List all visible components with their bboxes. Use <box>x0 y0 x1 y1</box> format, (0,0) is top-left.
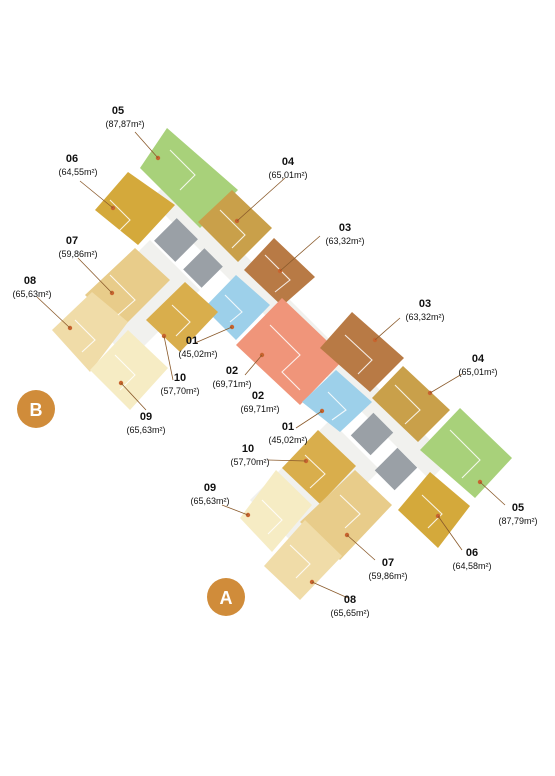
unit-b-07-area: (59,86m²) <box>58 249 97 259</box>
unit-b-10-leader <box>163 335 174 381</box>
unit-b-07-number: 07 <box>66 235 78 247</box>
unit-a-10-shape[interactable] <box>282 430 356 504</box>
unit-b-09-leader <box>120 382 147 411</box>
unit-b-08-leader <box>36 296 71 329</box>
lift-core-b1 <box>154 218 198 262</box>
unit-a-10-area: (57,70m²) <box>230 457 269 467</box>
unit-b-04-area: (65,01m²) <box>268 170 307 180</box>
unit-a-07-number: 07 <box>382 557 394 569</box>
unit-b-09-number: 09 <box>140 411 152 423</box>
unit-a-08-number: 08 <box>344 594 356 606</box>
unit-a-08-area: (65,65m²) <box>330 608 369 618</box>
unit-a-01-number: 01 <box>282 421 294 433</box>
unit-b-04-shape[interactable] <box>198 190 272 262</box>
unit-a-03-number: 03 <box>419 298 431 310</box>
unit-b-05-leader <box>134 131 159 159</box>
unit-b-06-number: 06 <box>66 153 78 165</box>
unit-a-09-leader <box>221 504 249 516</box>
unit-b-06-area: (64,55m²) <box>58 167 97 177</box>
unit-a-03-area: (63,32m²) <box>405 312 444 322</box>
unit-a-04-leader <box>429 373 463 394</box>
lift-core-a1 <box>350 412 394 456</box>
unit-a-01-area: (45,02m²) <box>268 435 307 445</box>
a-wall-lines <box>261 334 481 579</box>
unit-a-07-area: (59,86m²) <box>368 571 407 581</box>
unit-a-01-leader <box>295 410 323 429</box>
unit-a-05-shape[interactable] <box>420 408 512 498</box>
unit-b-02-leader <box>244 354 263 376</box>
unit-a-09-number: 09 <box>204 482 216 494</box>
unit-b-09-shape[interactable] <box>90 330 168 410</box>
unit-a-10-number: 10 <box>242 443 254 455</box>
unit-a-09-shape[interactable] <box>240 470 312 552</box>
tower-a-letter: A <box>220 588 233 608</box>
unit-b-10-area: (57,70m²) <box>160 386 199 396</box>
unit-b-02-number: 02 <box>226 365 238 377</box>
unit-b-04-leader <box>236 177 286 222</box>
unit-a-08-shape[interactable] <box>264 520 342 600</box>
unit-a-05-number: 05 <box>512 502 524 514</box>
unit-b-08-area: (65,63m²) <box>12 289 51 299</box>
lift-core-a2 <box>374 447 418 491</box>
unit-a-02-number: 02 <box>252 390 264 402</box>
unit-b-03-leader <box>279 235 321 272</box>
unit-b-01-area: (45,02m²) <box>178 349 217 359</box>
tower-a: 03 (63,32m²) 04 (65,01m²) 02 (69,71m²) 0… <box>190 298 537 618</box>
tower-b: 05 (87,87m²) 06 (64,55m²) 04 (65,01m²) 0… <box>12 105 364 435</box>
unit-a-02-area: (69,71m²) <box>240 404 279 414</box>
unit-a-04-area: (65,01m²) <box>458 367 497 377</box>
unit-a-05-area: (87,79m²) <box>498 516 537 526</box>
unit-a-03-shape[interactable] <box>320 312 404 392</box>
unit-b-06-shape[interactable] <box>95 172 175 245</box>
unit-a-07-shape[interactable] <box>300 470 392 560</box>
unit-b-01-number: 01 <box>186 335 198 347</box>
unit-a-09-area: (65,63m²) <box>190 496 229 506</box>
unit-a-06-shape[interactable] <box>398 472 470 548</box>
unit-b-01-leader <box>194 326 233 344</box>
unit-a-05-leader <box>479 481 506 506</box>
unit-a-10-leader <box>267 459 307 462</box>
unit-b-10-number: 10 <box>174 372 186 384</box>
unit-a-06-leader <box>437 515 463 551</box>
tower-b-letter: B <box>30 400 43 420</box>
unit-a-08-leader <box>311 581 349 599</box>
unit-b-06-leader <box>79 180 114 209</box>
unit-b-03-area: (63,32m²) <box>325 236 364 246</box>
lift-core-b2 <box>183 248 223 288</box>
unit-b-05-shape[interactable] <box>140 128 238 228</box>
unit-b-08-shape[interactable] <box>52 292 128 372</box>
b-wall-lines <box>74 149 301 391</box>
unit-a-03-leader <box>374 317 401 341</box>
unit-a-04-shape[interactable] <box>372 366 450 442</box>
unit-b-03-number: 03 <box>339 222 351 234</box>
unit-b-08-number: 08 <box>24 275 36 287</box>
tower-b-badge[interactable]: B <box>17 390 55 428</box>
tower-a-badge[interactable]: A <box>207 578 245 616</box>
unit-b-07-leader <box>77 257 113 294</box>
unit-a-06-area: (64,58m²) <box>452 561 491 571</box>
unit-a-04-number: 04 <box>472 353 485 365</box>
unit-b-04-number: 04 <box>282 156 295 168</box>
unit-b-02-shape[interactable] <box>236 298 345 405</box>
unit-a-07-leader <box>346 534 376 561</box>
unit-b-02-area: (69,71m²) <box>212 379 251 389</box>
unit-a-06-number: 06 <box>466 547 478 559</box>
unit-b-05-area: (87,87m²) <box>105 119 144 129</box>
unit-b-09-area: (65,63m²) <box>126 425 165 435</box>
unit-b-05-number: 05 <box>112 105 124 117</box>
